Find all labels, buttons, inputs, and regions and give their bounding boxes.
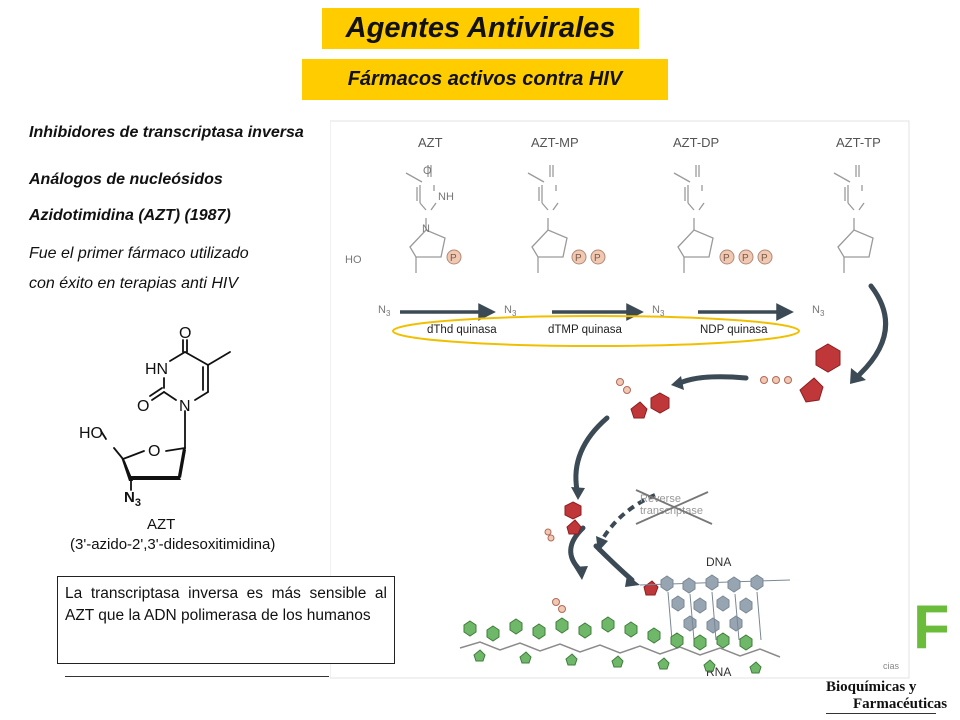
heading-nucleoside-analogs: Análogos de nucleósidos <box>29 171 223 188</box>
pathway-n3: N3 <box>652 304 665 318</box>
azt-tp-molecules <box>564 343 841 596</box>
kinase-arrows <box>400 303 794 321</box>
logo-line-2: Farmacéuticas <box>853 696 948 712</box>
enzyme-ndp-quinasa: NDP quinasa <box>700 324 768 336</box>
divider-line <box>65 676 329 677</box>
logo-line-1: Bioquímicas y <box>826 679 917 695</box>
structure-atom-o-ring: O <box>148 443 160 460</box>
structure-atom-ho: HO <box>79 425 103 442</box>
pathway-atom-nh: NH <box>438 191 454 203</box>
pathway-n3: N3 <box>504 304 517 318</box>
structure-atom-o-left: O <box>137 398 149 415</box>
enzyme-dtmp-quinasa: dTMP quinasa <box>548 324 623 336</box>
phosphate-p-label: P <box>742 253 749 264</box>
description-line-1: Fue el primer fármaco utilizado <box>29 245 249 262</box>
heading-azt: Azidotimidina (AZT) (1987) <box>29 207 231 224</box>
pathway-atom-o: O <box>423 165 432 177</box>
pathway-ho: HO <box>345 254 362 266</box>
slide-subtitle: Fármacos activos contra HIV <box>347 68 623 90</box>
dna-strand <box>639 574 791 641</box>
molecule-azt: O NH N HO N3 <box>345 164 454 318</box>
enzyme-highlight-ellipse <box>392 315 800 347</box>
pathway-atom-n: N <box>422 223 430 235</box>
faculty-logo-mark: F <box>907 598 947 664</box>
phosphate-p-label: P <box>594 253 601 264</box>
structure-name: AZT <box>147 516 175 533</box>
flow-arrows <box>568 283 889 583</box>
blocked-arrow <box>600 493 656 542</box>
slide-title: Agentes Antivirales <box>345 12 616 44</box>
azt-mechanism-figure: AZT AZT-MP AZT-DP AZT-TP O NH N HO N3 P … <box>330 120 910 679</box>
phosphate-groups <box>446 249 773 265</box>
pathway-label-azt-tp: AZT-TP <box>836 135 881 150</box>
pathway-label-azt-dp: AZT-DP <box>673 135 719 150</box>
enzyme-dthd-quinasa: dThd quinasa <box>427 324 497 336</box>
subtitle-banner: Fármacos activos contra HIV <box>302 59 668 100</box>
structure-iupac: (3'-azido-2',3'-didesoxitimidina) <box>70 536 275 553</box>
pathway-label-azt: AZT <box>418 135 443 150</box>
phosphate-p-label: P <box>761 253 768 264</box>
heading-rt-inhibitors: Inhibidores de transcriptasa inversa <box>29 124 304 141</box>
phosphate-p-label: P <box>575 253 582 264</box>
title-banner: Agentes Antivirales <box>322 8 639 49</box>
logo-small-text: cias <box>883 661 900 671</box>
reverse-transcriptase-crossed: Reverse transcriptase <box>635 489 713 525</box>
sensitivity-note: La transcriptasa inversa es más sensible… <box>57 576 395 664</box>
phosphate-p-label: P <box>450 253 457 264</box>
pathway-n3-1: N3 <box>378 304 391 318</box>
logo-letter: F <box>913 598 947 662</box>
rt-label-line2: transcriptase <box>640 505 703 517</box>
structure-atom-hn: HN <box>145 361 168 378</box>
structure-atom-n3: N3 <box>124 489 141 509</box>
pathway-n3: N3 <box>812 304 825 318</box>
phosphate-p-label: P <box>723 253 730 264</box>
azt-structure-diagram: O HN O N HO O N3 AZT (3'-azido-2',3'-did… <box>70 325 275 553</box>
description-line-2: con éxito en terapias anti HIV <box>29 275 239 292</box>
structure-atom-o-top: O <box>179 325 191 342</box>
logo-underline <box>826 713 936 714</box>
dna-label: DNA <box>706 555 731 569</box>
structure-atom-n: N <box>179 398 191 415</box>
rna-strand <box>459 616 781 674</box>
pathway-label-azt-mp: AZT-MP <box>531 135 579 150</box>
